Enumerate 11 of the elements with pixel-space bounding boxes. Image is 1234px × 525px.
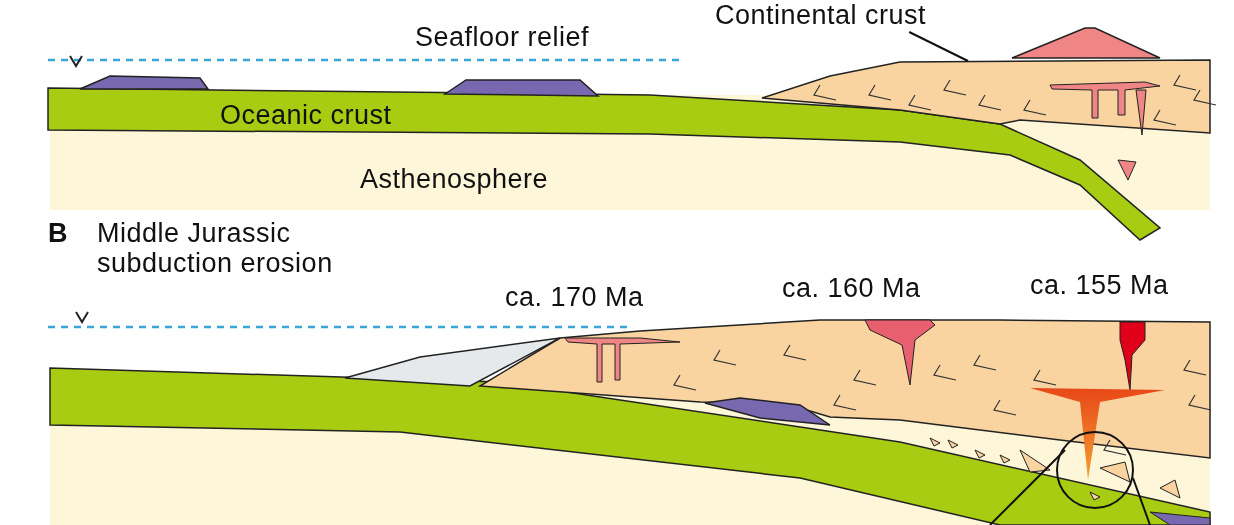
leader-line: [908, 31, 969, 62]
age-label: ca. 170 Ma: [505, 282, 644, 312]
age-label: ca. 155 Ma: [1030, 270, 1169, 300]
layer-label: Asthenosphere: [360, 164, 549, 194]
age-label: ca. 160 Ma: [782, 273, 921, 303]
panel-title: Middle Jurassic subduction erosion: [97, 218, 334, 278]
layer-label: Seafloor relief: [415, 22, 590, 52]
continental-crust-layer: [761, 59, 1211, 134]
layer-label: Continental crust: [715, 0, 927, 30]
layer-label: Oceanic crust: [220, 100, 392, 130]
panel-letter: B: [48, 218, 68, 248]
